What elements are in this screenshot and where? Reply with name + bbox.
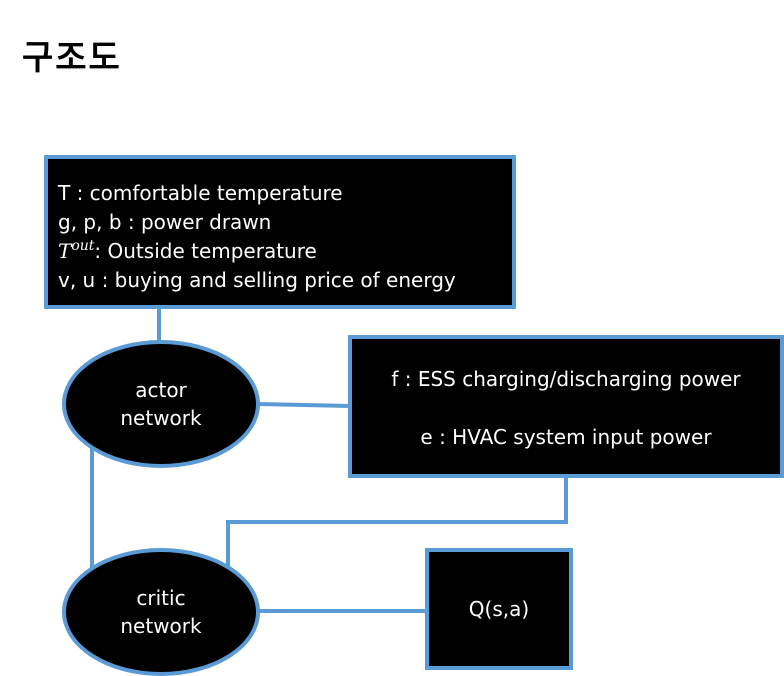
- actor-network-node: actor network: [62, 340, 260, 468]
- critic-network-node: critic network: [62, 548, 260, 676]
- actor-label-line1: actor: [135, 378, 187, 402]
- q-value-label: Q(s,a): [468, 597, 530, 621]
- action-line-ess: f : ESS charging/discharging power: [391, 367, 741, 391]
- state-line-price: v, u : buying and selling price of energ…: [58, 268, 456, 292]
- page-title: 구조도: [22, 38, 122, 78]
- state-line-outside-temp: Tout: Outside temperature: [58, 238, 317, 263]
- q-value-box: Q(s,a): [425, 548, 573, 670]
- actor-label-line2: network: [120, 406, 202, 430]
- state-input-box: T : comfortable temperature g, p, b : po…: [44, 155, 516, 309]
- state-line-temperature: T : comfortable temperature: [58, 181, 343, 205]
- critic-label-line2: network: [120, 614, 202, 638]
- edge-action-to-critic: [226, 478, 568, 572]
- critic-label-line1: critic: [136, 586, 186, 610]
- edge-actor-to-action: [257, 402, 351, 408]
- action-line-hvac: e : HVAC system input power: [420, 425, 712, 449]
- outside-temp-symbol: Tout: [58, 238, 95, 263]
- state-line-power: g, p, b : power drawn: [58, 210, 272, 234]
- action-output-box: f : ESS charging/discharging power e : H…: [348, 335, 784, 478]
